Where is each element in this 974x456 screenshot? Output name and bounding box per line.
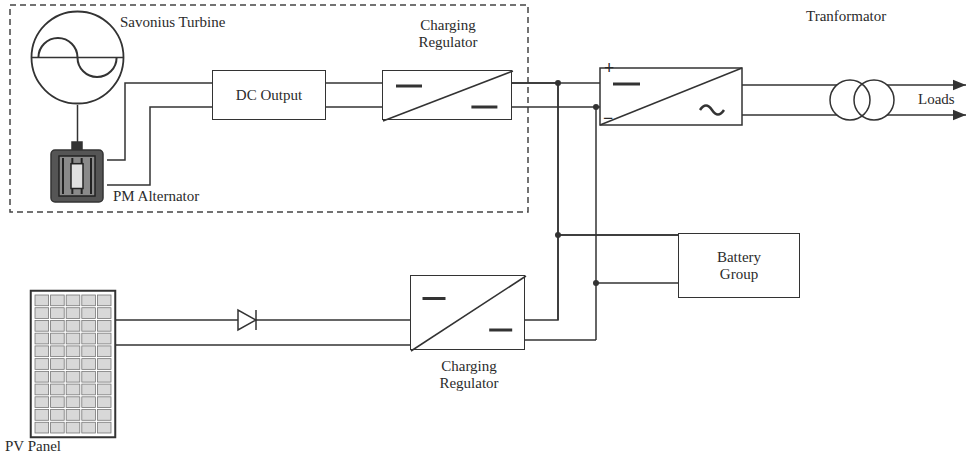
battery-box: Battery Group [678, 233, 800, 298]
wire [326, 106, 382, 108]
ac-symbol [700, 106, 724, 115]
pv-panel: PV Panel [30, 290, 116, 438]
part-label: Charging Regulator [419, 358, 519, 392]
transformer-coil [854, 80, 894, 120]
junction-dot [593, 280, 599, 286]
polarity-sign: + [604, 60, 614, 77]
wire-connector [77, 105, 79, 142]
pv-drawing [30, 290, 116, 438]
box-label: DC Output [236, 87, 302, 104]
load-arrow [887, 84, 966, 86]
wire-connector [525, 235, 678, 320]
diode-symbol [238, 310, 256, 330]
bus-wire [595, 107, 597, 340]
dcdc-drawing [411, 276, 524, 349]
charging-regulator: Charging Regulator [382, 70, 512, 120]
box-label: Battery Group [704, 249, 774, 283]
load-label: Loads [918, 91, 955, 108]
wire [116, 344, 410, 346]
load-arrow [887, 114, 966, 116]
process-box: DC Output [212, 70, 326, 120]
part-label: Savonius Turbine [120, 14, 225, 31]
savonius-turbine: Savonius Turbine [30, 10, 125, 105]
wire [512, 106, 600, 108]
wire-connector [116, 319, 410, 321]
part-label: PV Panel [5, 438, 61, 455]
part-label: Charging Regulator [398, 17, 498, 51]
dcdc-drawing [383, 71, 511, 119]
wire [742, 114, 837, 116]
alternator-drawing [47, 142, 107, 204]
wire-connector [107, 83, 212, 160]
inverter-diagonal [600, 68, 742, 125]
wire [107, 107, 212, 185]
transformer-coil [830, 80, 870, 120]
turbine-drawing [30, 10, 125, 105]
inverter-box [600, 68, 742, 125]
part-label: PM Alternator [113, 188, 199, 205]
wire-connector [326, 82, 382, 84]
wire [742, 84, 837, 86]
wire [525, 339, 596, 341]
part-label: Tranformator [806, 8, 886, 25]
wire-connector [512, 83, 678, 235]
polarity-sign: − [603, 110, 613, 127]
wire [596, 282, 678, 284]
pm-alternator: PM Alternator [47, 142, 107, 204]
junction-dot [593, 104, 599, 110]
dc-symbol [613, 83, 640, 86]
charging-regulator: Charging Regulator [410, 275, 525, 350]
wind-unit-boundary [10, 5, 528, 212]
